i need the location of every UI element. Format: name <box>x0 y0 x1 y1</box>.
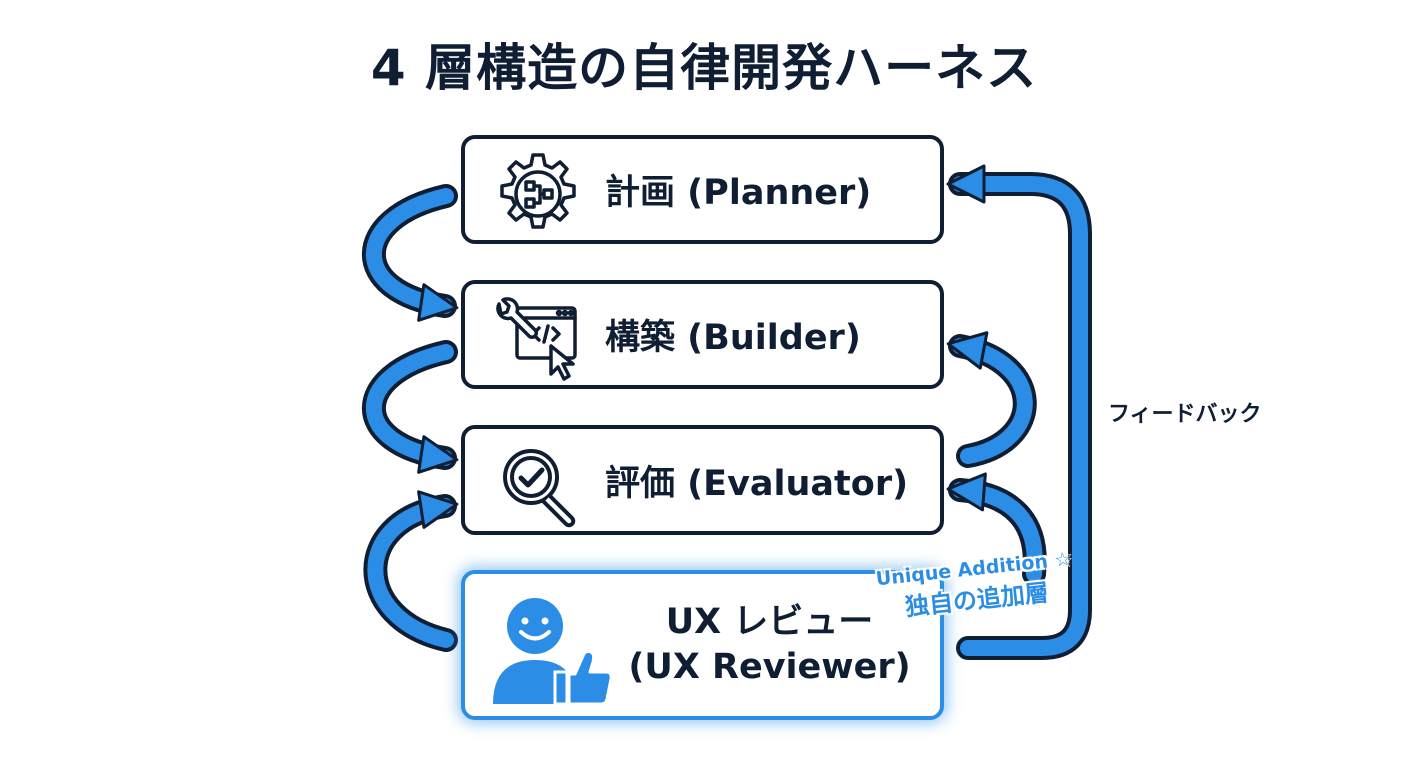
feedback-label: フィードバック <box>1108 402 1262 427</box>
wrench-code-window-icon <box>496 297 577 381</box>
magnifier-check-icon <box>503 449 576 528</box>
arrow-builder-to-evaluator <box>362 340 459 474</box>
layer-label-planner: 計画 (Planner) <box>605 173 872 213</box>
layer-label-ux-reviewer-en: (UX Reviewer) <box>628 647 911 687</box>
layer-label-ux-reviewer-ja: UX レビュー <box>665 601 874 642</box>
arrow-ux-to-evaluator-right <box>946 472 1047 586</box>
layer-box-evaluator: 評価 (Evaluator) <box>461 425 944 535</box>
layer-box-planner: 計画 (Planner) <box>461 135 944 244</box>
diagram-title: 4 層構造の自律開発ハーネス <box>370 39 1038 97</box>
feedback-loop-arrow <box>946 164 1092 660</box>
layer-box-ux-reviewer: UX レビュー (UX Reviewer) <box>461 570 944 720</box>
arrow-ux-to-evaluator-left <box>363 490 459 652</box>
gear-flowchart-icon <box>500 153 576 229</box>
smiling-user-thumbs-up-icon <box>493 598 613 706</box>
arrow-planner-to-builder <box>362 184 459 322</box>
arrow-evaluator-to-builder <box>946 331 1037 468</box>
layer-label-builder: 構築 (Builder) <box>605 318 861 358</box>
layer-label-evaluator: 評価 (Evaluator) <box>605 463 909 504</box>
layer-label-ux-reviewer: UX レビュー (UX Reviewer) <box>615 574 924 716</box>
layer-box-builder: 構築 (Builder) <box>461 280 944 389</box>
